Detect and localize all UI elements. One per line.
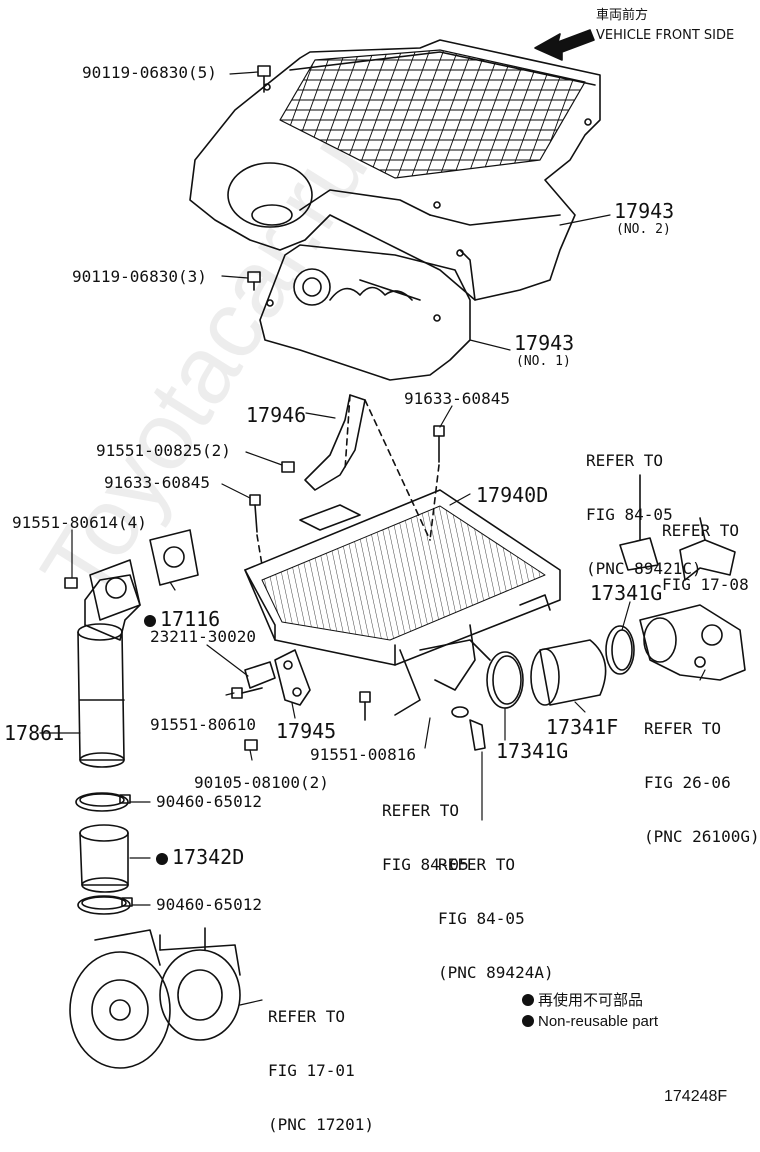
- part-label-17116[interactable]: 17116: [144, 608, 220, 630]
- bolt-91551-80614-icon: [64, 577, 78, 589]
- hose-17342d: [79, 824, 129, 893]
- part-label-91551-80610[interactable]: 91551-80610: [150, 715, 256, 734]
- bracket-17946: [304, 394, 431, 541]
- part-label-17342d-text: 17342D: [172, 845, 245, 869]
- legend-en: Non-reusable part: [538, 1013, 659, 1030]
- part-label-91551-00825[interactable]: 91551-00825(2): [96, 441, 231, 460]
- part-label-90119-3[interactable]: 90119-06830(3): [72, 267, 207, 286]
- ref-89421c[interactable]: REFER TO FIG 84-05 (PNC 89421C): [586, 416, 702, 596]
- ref-89421c-line-3: (PNC 89421C): [586, 559, 702, 578]
- ref-26-06[interactable]: REFER TO FIG 26-06 (PNC 26100G): [644, 684, 760, 864]
- legend-jp: 再使用不可部品: [538, 992, 644, 1009]
- ref-84-05-line-1: REFER TO: [382, 801, 460, 820]
- o-ring-icon: [451, 706, 469, 718]
- part-label-90105[interactable]: 90105-08100(2): [194, 773, 329, 792]
- part-label-17943-no2[interactable]: 17943: [614, 199, 675, 223]
- non-reusable-dot-icon: [522, 994, 534, 1006]
- throttle-body: [639, 604, 746, 681]
- part-label-90119-5[interactable]: 90119-06830(5): [82, 63, 217, 82]
- ref-89424a-line-3: (PNC 89424A): [438, 963, 554, 982]
- legend-row-en: Non-reusable part: [522, 1013, 658, 1031]
- ref-26-06-line-3: (PNC 26100G): [644, 827, 760, 846]
- bracket-17945: [274, 649, 311, 706]
- engine-cover-no1: [259, 244, 471, 381]
- bolt-91551-80610-icon: [231, 687, 263, 699]
- part-sublabel-17943-no2: (NO. 2): [616, 222, 671, 237]
- intercooler-17940d: [244, 489, 561, 716]
- direction-label-en: VEHICLE FRONT SIDE: [596, 28, 735, 43]
- part-label-90460-a[interactable]: 90460-65012: [156, 792, 262, 811]
- leader-lines: [39, 71, 706, 1006]
- part-label-91633-b[interactable]: 91633-60845: [104, 473, 210, 492]
- non-reusable-dot-icon: [144, 615, 156, 627]
- clamp-90460-b-icon: [77, 895, 133, 915]
- bolt-90119-3-icon: [247, 271, 261, 291]
- ref-89424a-line-2: FIG 84-05: [438, 909, 525, 928]
- part-label-17943-no1[interactable]: 17943: [514, 331, 575, 355]
- legend-row-jp: 再使用不可部品: [522, 992, 643, 1010]
- ref-17201-line-3: (PNC 17201): [268, 1115, 374, 1134]
- clamp-17341g-b-icon: [605, 625, 635, 675]
- ref-89421c-line-2: FIG 84-05: [586, 505, 673, 524]
- hose-17861: [77, 574, 141, 768]
- ref-17201-line-2: FIG 17-01: [268, 1061, 355, 1080]
- clamp-17341g-a-icon: [486, 651, 524, 709]
- bolt-91551-00816-icon: [359, 691, 371, 721]
- bolt-91633-b-icon: [249, 494, 263, 566]
- ref-17-08-line-2: FIG 17-08: [662, 575, 749, 594]
- ref-26-06-line-1: REFER TO: [644, 719, 722, 738]
- part-sublabel-17943-no1: (NO. 1): [516, 354, 571, 369]
- non-reusable-dot-icon: [522, 1015, 534, 1027]
- ref-17-08-line-1: REFER TO: [662, 521, 740, 540]
- bracket-17-08-icon: [679, 517, 736, 581]
- ref-17-08[interactable]: REFER TO FIG 17-08: [662, 486, 749, 612]
- turbocharger: [69, 927, 241, 1069]
- bolt-90105-icon: [244, 739, 258, 751]
- bolt-91633-a-icon: [429, 425, 445, 541]
- part-label-23211[interactable]: 23211-30020: [150, 627, 256, 646]
- part-label-91551-00816[interactable]: 91551-00816: [310, 745, 416, 764]
- part-label-91633-a[interactable]: 91633-60845: [404, 389, 510, 408]
- direction-label-jp: 車両前方: [596, 8, 649, 23]
- ref-89421c-line-1: REFER TO: [586, 451, 664, 470]
- part-label-17116-text: 17116: [160, 607, 221, 631]
- sensor-89424a-icon: [469, 719, 486, 751]
- part-label-17341f[interactable]: 17341F: [546, 715, 619, 739]
- front-arrow-icon: [534, 29, 595, 61]
- non-reusable-dot-icon: [156, 853, 168, 865]
- ref-89424a-line-1: REFER TO: [438, 855, 516, 874]
- part-label-17945[interactable]: 17945: [276, 719, 337, 743]
- ref-26-06-line-2: FIG 26-06: [644, 773, 731, 792]
- part-label-17946[interactable]: 17946: [246, 403, 307, 427]
- part-label-91551-80614[interactable]: 91551-80614(4): [12, 513, 147, 532]
- sensor-89421c-icon: [619, 474, 659, 571]
- figure-id: 174248F: [664, 1088, 728, 1105]
- ref-17201[interactable]: REFER TO FIG 17-01 (PNC 17201): [268, 972, 374, 1152]
- part-label-17342d[interactable]: 17342D: [156, 846, 244, 868]
- ref-84-05-line-2: FIG 84-05: [382, 855, 469, 874]
- part-label-17940d[interactable]: 17940D: [476, 483, 549, 507]
- parts-diagram: [39, 29, 746, 1069]
- bolt-90119-5-icon: [257, 65, 271, 93]
- part-label-17341g-b[interactable]: 17341G: [496, 739, 569, 763]
- ref-84-05[interactable]: REFER TO FIG 84-05: [382, 766, 469, 892]
- bolt-91551-00825-icon: [281, 461, 295, 473]
- part-label-17861[interactable]: 17861: [4, 721, 65, 745]
- ref-89424a[interactable]: REFER TO FIG 84-05 (PNC 89424A): [438, 820, 554, 1000]
- hose-17341f: [530, 639, 607, 706]
- gasket-23211: [244, 661, 276, 689]
- part-label-17341g-a[interactable]: 17341G: [590, 581, 663, 605]
- clamp-90460-a-icon: [75, 792, 131, 812]
- ref-17201-line-1: REFER TO: [268, 1007, 346, 1026]
- part-label-90460-b[interactable]: 90460-65012: [156, 895, 262, 914]
